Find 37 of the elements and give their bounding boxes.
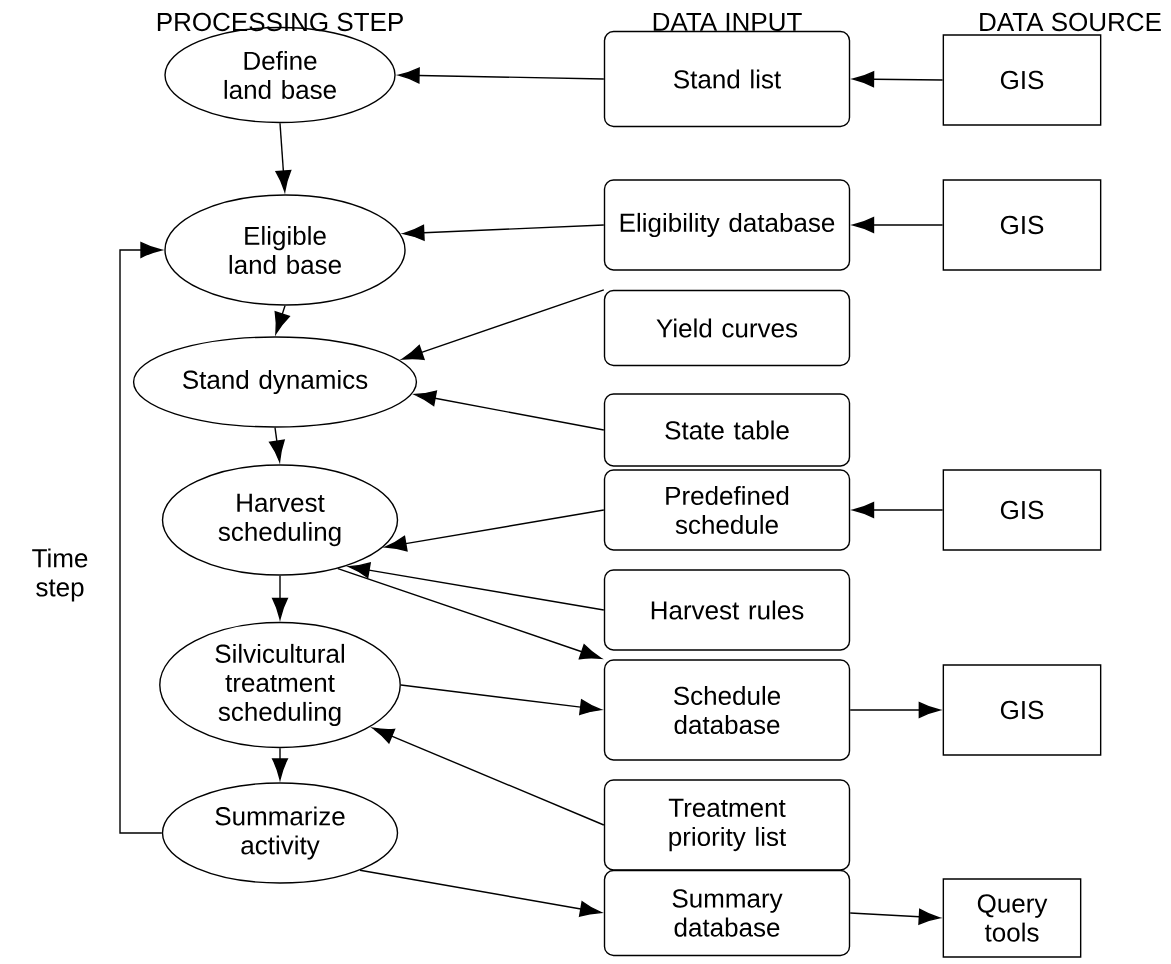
- arrow: [272, 747, 288, 780]
- arrow: [402, 224, 605, 241]
- arrow: [385, 509, 605, 552]
- arrow: [348, 562, 605, 611]
- column-header: DATA SOURCE: [980, 12, 1161, 32]
- data-input-box: Predefined schedule: [603, 469, 851, 551]
- arrow: [268, 427, 285, 462]
- arrow: [398, 67, 605, 84]
- data-source-box: Query tools: [942, 878, 1082, 958]
- arrow: [849, 908, 941, 925]
- data-input-box: State table: [603, 393, 851, 467]
- arrow: [119, 242, 163, 834]
- edge-label: Time step: [13, 546, 107, 604]
- data-source-box: GIS: [942, 179, 1102, 271]
- data-input-box: Eligibility database: [603, 179, 851, 271]
- data-input-box: Schedule database: [603, 659, 851, 761]
- data-input-box: Yield curves: [603, 289, 851, 367]
- arrow: [852, 502, 944, 518]
- data-input-box: Harvest rules: [603, 569, 851, 651]
- arrow: [372, 727, 605, 826]
- arrow: [852, 71, 944, 88]
- data-source-box: GIS: [942, 34, 1102, 126]
- arrow: [274, 305, 290, 335]
- data-input-box: Summary database: [603, 869, 851, 957]
- data-source-box: GIS: [942, 664, 1102, 756]
- arrow: [414, 390, 605, 431]
- arrow: [852, 217, 944, 233]
- arrow: [275, 122, 292, 192]
- data-source-box: GIS: [942, 469, 1102, 551]
- arrow: [337, 567, 602, 660]
- data-input-box: Treatment priority list: [603, 779, 851, 871]
- arrow: [849, 701, 941, 718]
- data-input-box: Stand list: [603, 30, 851, 128]
- arrow: [400, 684, 602, 716]
- arrow: [272, 575, 288, 620]
- arrow: [359, 869, 602, 917]
- arrow: [401, 289, 605, 361]
